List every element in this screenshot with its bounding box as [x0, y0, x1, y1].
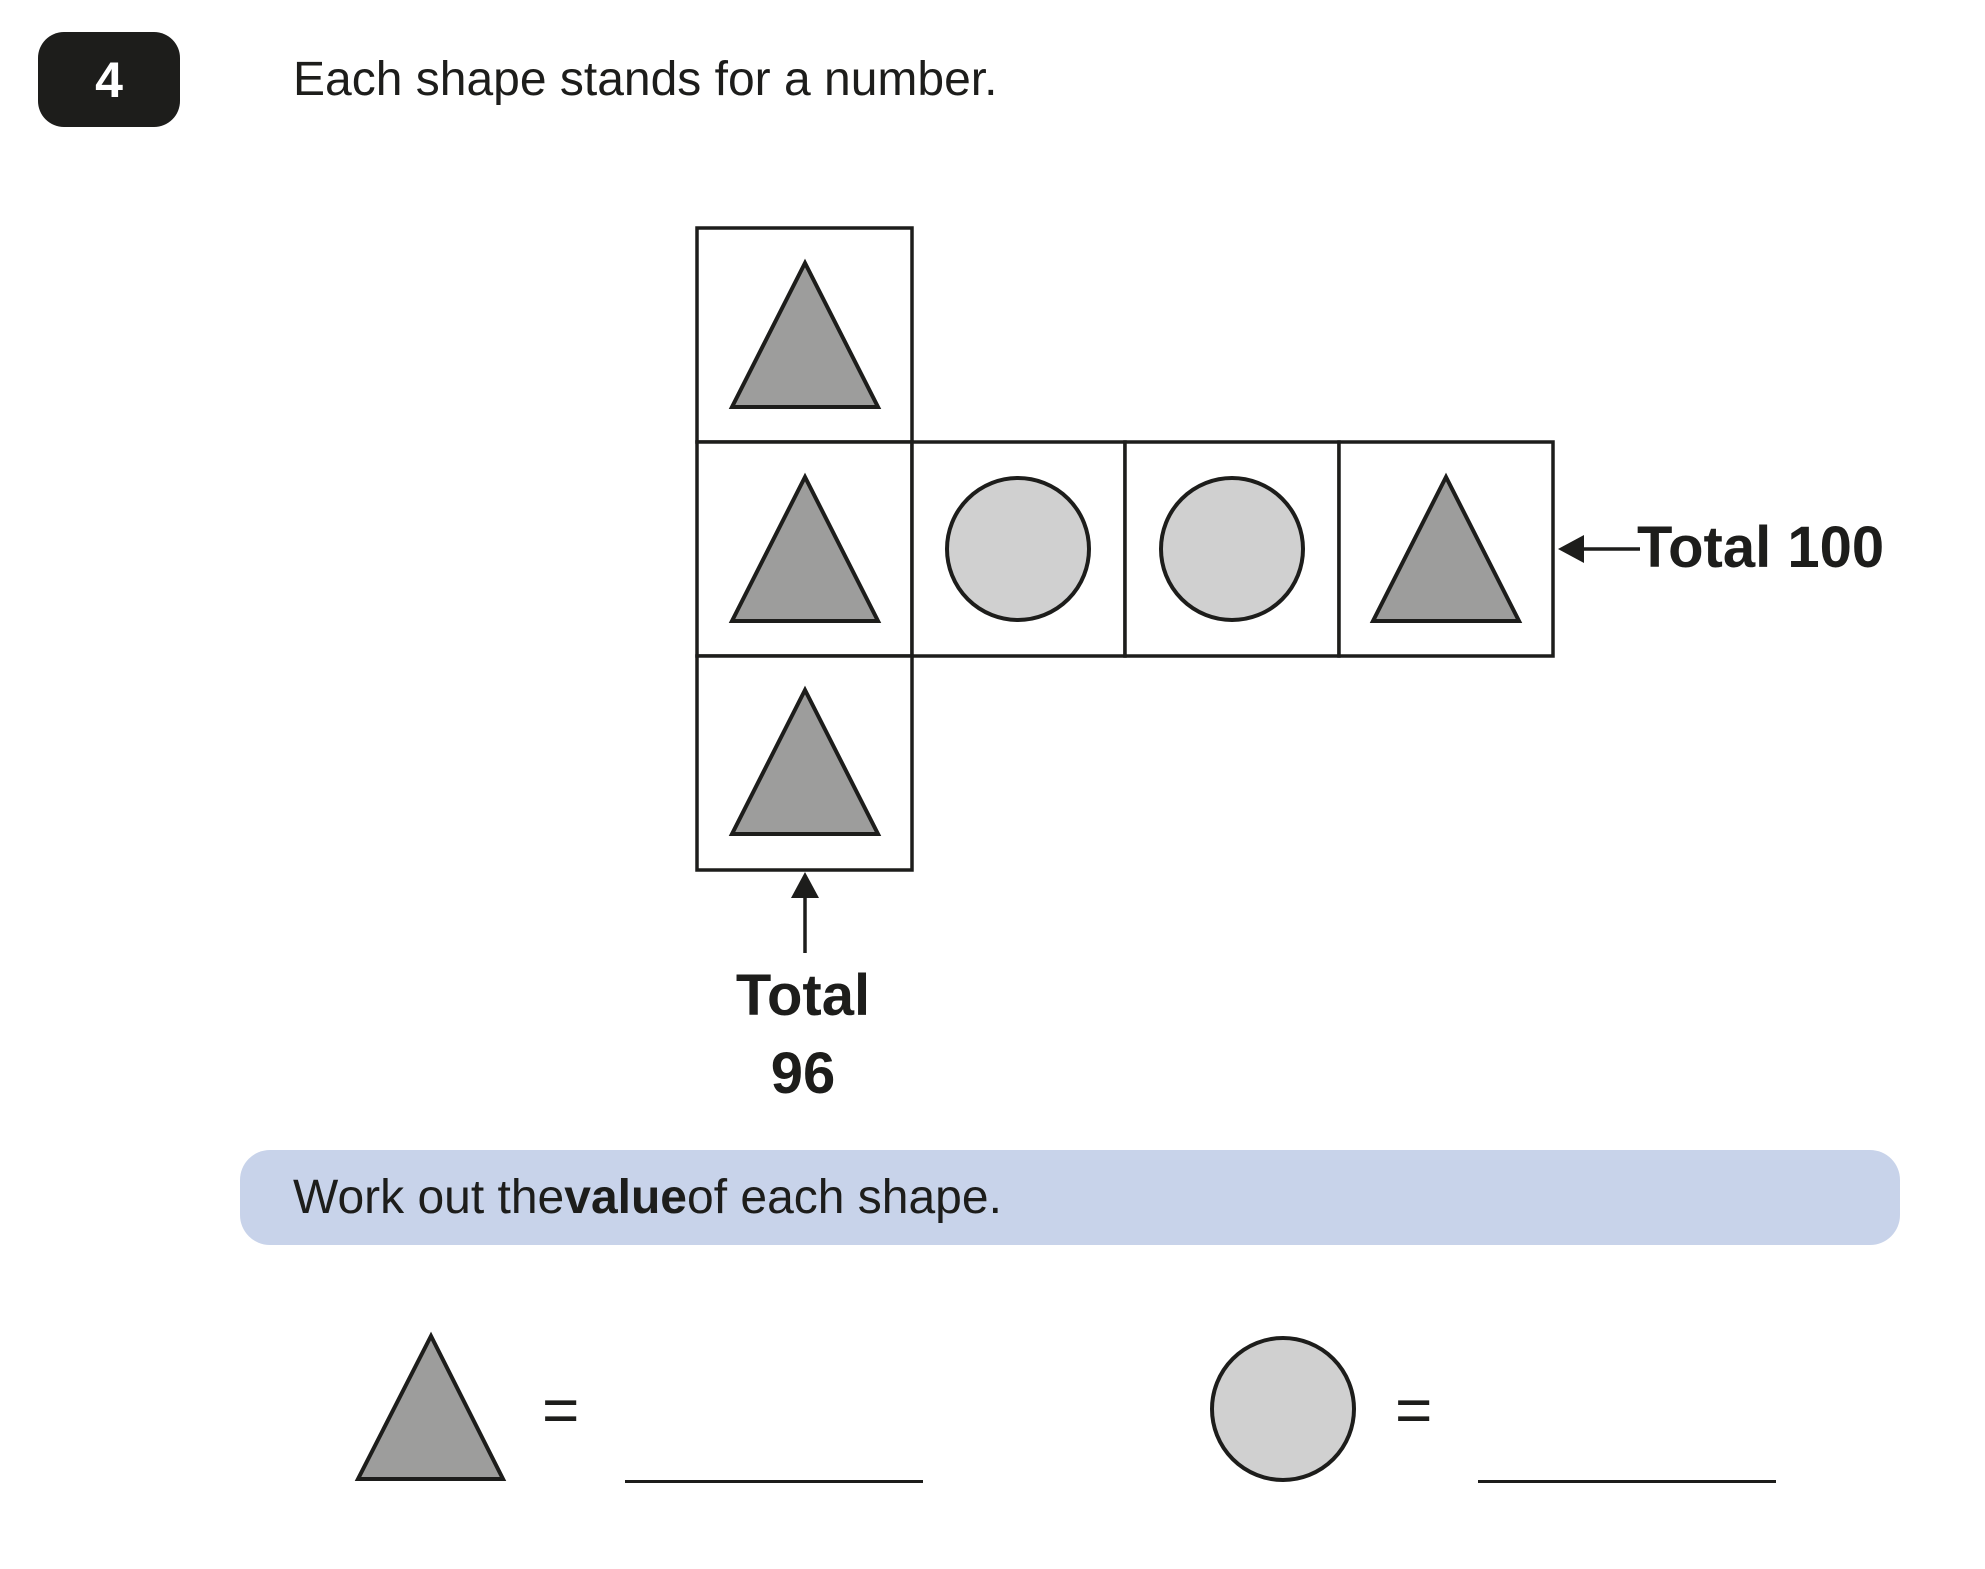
- circle-icon: [945, 476, 1091, 622]
- triangle-equals-sign: =: [542, 1374, 580, 1446]
- column-total-value: 96: [771, 1041, 836, 1106]
- triangle-answer-line[interactable]: [625, 1480, 923, 1483]
- triangle-icon: [728, 258, 882, 409]
- question-text: Each shape stands for a number.: [293, 53, 998, 106]
- question-number: 4: [95, 51, 123, 108]
- triangle-icon: [728, 685, 882, 836]
- column-total-label: Total: [736, 963, 870, 1028]
- row-total-arrow-icon: [1558, 535, 1640, 563]
- triangle-icon: [1369, 472, 1523, 623]
- question-number-badge: 4: [38, 32, 180, 127]
- answer-triangle-icon: [354, 1331, 507, 1481]
- instruction-text-bold: value: [564, 1171, 687, 1224]
- column-total-arrow-icon: [791, 872, 819, 953]
- triangle-icon: [728, 472, 882, 623]
- answer-circle-icon: [1210, 1336, 1356, 1482]
- circle-equals-sign: =: [1395, 1374, 1433, 1446]
- instruction-banner: Work out the value of each shape.: [240, 1150, 1900, 1245]
- circle-icon: [1159, 476, 1305, 622]
- circle-answer-line[interactable]: [1478, 1480, 1776, 1483]
- instruction-text-before: Work out the: [293, 1171, 565, 1224]
- row-total-label: Total 100: [1637, 515, 1884, 580]
- instruction-text-after: of each shape.: [687, 1171, 1002, 1224]
